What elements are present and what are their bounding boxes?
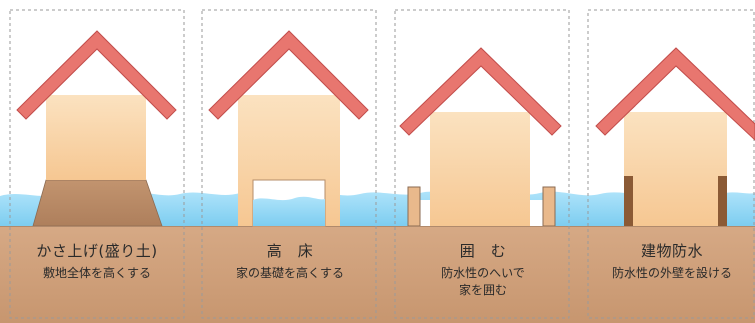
panel-title-raised-ground: かさ上げ(盛り土) (36, 242, 158, 260)
water (0, 191, 755, 226)
waterproof-wall-right (718, 176, 727, 226)
panel-raised-ground (9, 9, 185, 319)
panel-subtitle-raised-ground: 敷地全体を高くする (42, 266, 151, 280)
panel-subtitle-elevated-floor: 家の基礎を高くする (235, 266, 344, 280)
panel-elevated-floor (201, 9, 377, 319)
ground (0, 226, 755, 323)
panel-subtitle-waterproof-building: 防水性の外壁を設ける (611, 266, 732, 280)
house-wall (624, 112, 727, 226)
panel-subtitle-surround-line1: 防水性のへいで (441, 266, 525, 280)
panel-subtitle-surround-line2: 家を囲む (458, 283, 507, 297)
panel-waterproof-building (587, 9, 755, 319)
house-white-gap (530, 200, 543, 226)
roof (595, 47, 755, 141)
waterproof-wall-left (624, 176, 633, 226)
panel-surround (394, 9, 570, 319)
panel-frame (201, 9, 377, 319)
flood-fence-right (542, 186, 556, 227)
panel-title-surround: 囲 む (459, 242, 507, 260)
panel-frame (394, 9, 570, 319)
earth-mound (32, 179, 163, 227)
roof (208, 30, 369, 120)
roof (399, 47, 562, 136)
panel-frame (9, 9, 185, 319)
house-wall (430, 112, 530, 226)
house-wall (46, 95, 146, 180)
water-under-floor (253, 196, 325, 226)
house-white-gap (420, 200, 430, 226)
panel-frame (587, 9, 755, 319)
roof (16, 30, 177, 120)
panel-title-elevated-floor: 高 床 (266, 242, 314, 260)
panel-title-waterproof-building: 建物防水 (640, 242, 703, 260)
flood-fence-left (407, 186, 421, 227)
